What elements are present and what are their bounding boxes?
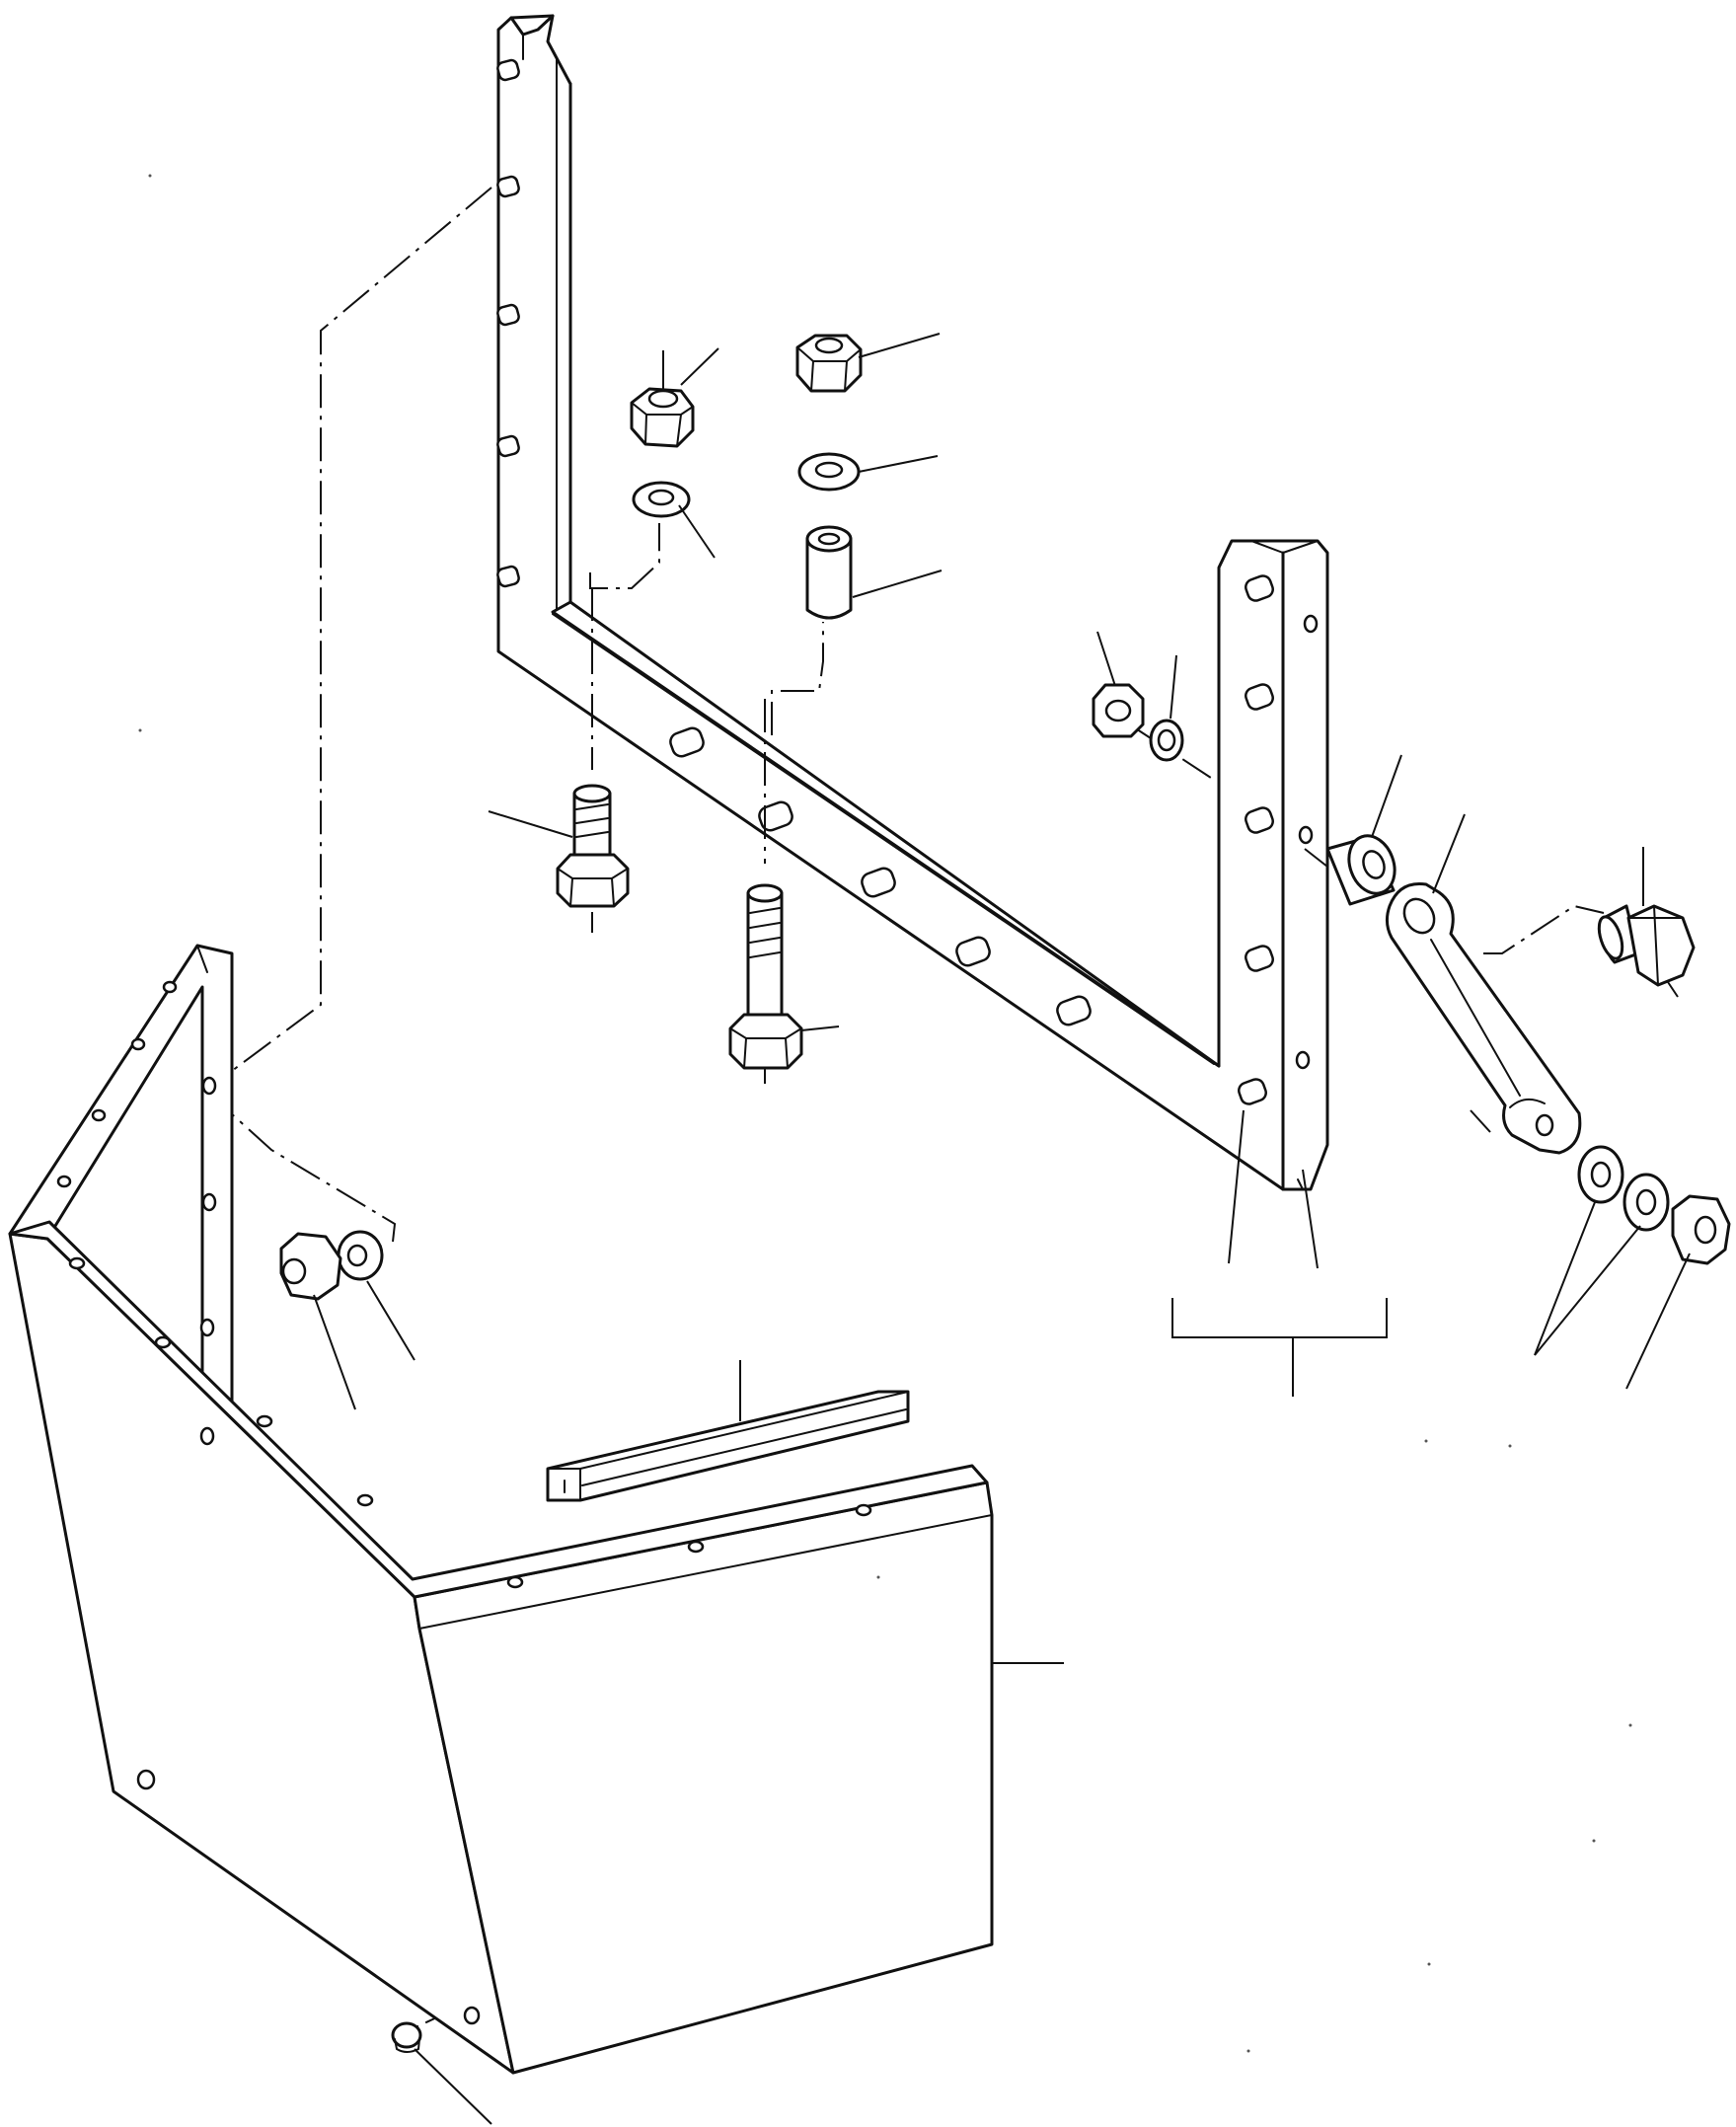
frame-holes-right	[1295, 614, 1319, 1070]
hex-bolt-short	[556, 784, 630, 908]
frame-studs-right	[1238, 574, 1274, 1105]
hex-bolt-long	[728, 883, 803, 1070]
leader-lines	[313, 333, 1691, 2125]
bushing-cylinder	[1325, 834, 1396, 906]
hex-nut-panel	[279, 1232, 342, 1301]
washers-right-pair	[1577, 1145, 1670, 1232]
spacer-sleeve	[805, 525, 853, 620]
rubber-plug	[391, 2021, 422, 2053]
seal-strip	[546, 1390, 910, 1502]
lock-washer-upper-left	[632, 481, 691, 518]
lock-washer-right-small	[1149, 719, 1184, 762]
u-frame-bracket	[496, 14, 1329, 1191]
hex-bolt-right	[1597, 904, 1696, 987]
hex-nut-right-lower	[1671, 1194, 1731, 1265]
scan-specks	[138, 174, 1632, 2053]
frame-studs-bottom	[669, 726, 1092, 1026]
washer-panel	[337, 1230, 384, 1281]
frame-studs-left	[496, 58, 520, 588]
link-bar	[1385, 881, 1582, 1155]
hex-nut-right-small	[1092, 683, 1145, 738]
cover-panel	[8, 944, 994, 2075]
lock-washer-upper-right	[797, 452, 861, 492]
hex-nut-upper-left	[630, 387, 695, 448]
hex-nut-upper-right	[795, 334, 863, 393]
